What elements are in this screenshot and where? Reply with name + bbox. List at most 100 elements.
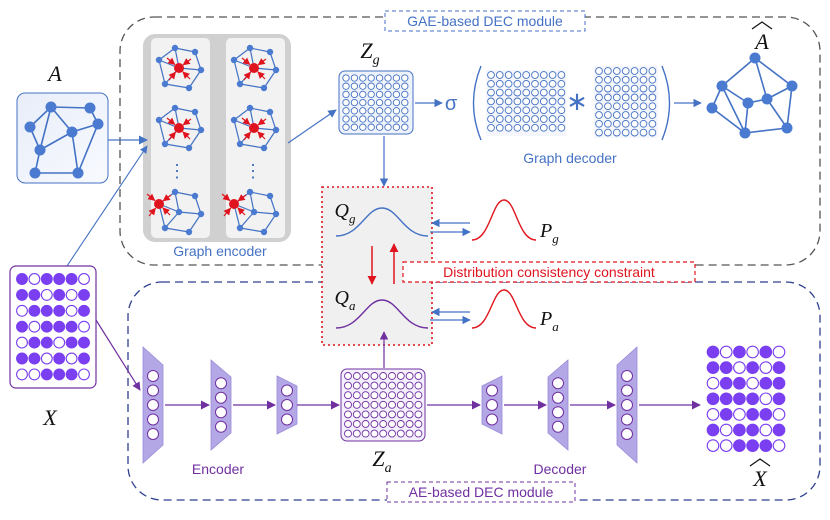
zg-cell — [375, 74, 384, 82]
mini-edge — [174, 47, 196, 53]
mini-node — [197, 126, 205, 134]
x-cell — [40, 320, 53, 333]
graph-node — [45, 101, 57, 113]
za-cell — [361, 400, 370, 409]
decoder-cell — [522, 106, 531, 115]
graph-node — [742, 97, 754, 109]
decoder-cell — [548, 88, 557, 97]
constraint-label: Distribution consistency constraint — [443, 264, 655, 280]
zg-cell — [359, 82, 367, 90]
mini-node — [191, 48, 199, 56]
x-hat-cell — [719, 361, 733, 374]
aggregation-arrow — [146, 193, 156, 201]
za-cell — [370, 381, 379, 390]
aggregation-node — [154, 199, 164, 209]
decoder-cell — [639, 75, 648, 84]
decoder-cell — [630, 67, 639, 75]
graph-node — [761, 93, 773, 105]
x-hat-cell — [719, 439, 733, 452]
graph-edge — [50, 106, 91, 109]
zg-cell — [359, 115, 367, 123]
za-cell — [388, 420, 396, 428]
x-hat-cell — [706, 361, 720, 374]
zg-cell — [401, 90, 409, 99]
neuron — [621, 384, 633, 397]
mini-node — [272, 210, 280, 218]
decoder-cell — [621, 84, 630, 93]
neuron — [621, 413, 633, 426]
input-graph — [24, 101, 104, 179]
graph-node — [781, 122, 793, 134]
decoder-cell — [548, 115, 557, 123]
symbol-a: A — [46, 61, 62, 86]
decoder-cell — [539, 71, 548, 79]
zg-cell — [350, 107, 359, 115]
neuron — [486, 399, 498, 411]
symbol-zg: Zg — [360, 38, 379, 68]
za-cell — [370, 400, 379, 409]
zg-cell — [392, 98, 401, 107]
mini-node — [175, 208, 183, 216]
aggregation-arrow — [182, 58, 192, 66]
x-cell — [16, 352, 28, 365]
mini-node — [161, 140, 169, 148]
symbol-qa: Qa — [335, 287, 356, 313]
aggregation-arrow — [182, 131, 191, 140]
decoder-cell — [531, 88, 539, 97]
aggregation-arrow — [182, 118, 192, 126]
symbol-qg: Qg — [335, 200, 356, 226]
za-cell — [344, 381, 352, 390]
decoder-cell — [487, 79, 495, 88]
aggregation-arrow — [243, 71, 251, 81]
mini-node — [171, 104, 179, 112]
za-cell — [352, 410, 361, 419]
ae-module-title: AE-based DEC module — [409, 484, 554, 500]
aggregation-node — [174, 123, 184, 133]
graph-node — [786, 80, 798, 92]
za-cell — [388, 381, 396, 390]
za-cell — [361, 391, 370, 400]
aggregation-arrow — [162, 207, 171, 216]
mini-node — [185, 144, 193, 152]
x-cell — [53, 273, 66, 285]
x-cell — [40, 336, 53, 349]
graph-edge — [754, 57, 793, 87]
symbol-a-hat: A — [753, 29, 769, 54]
zg-cell — [384, 74, 392, 82]
mini-node — [197, 66, 205, 74]
encoder-ellipsis-1: ⋮ — [168, 161, 186, 181]
decoder-cell — [595, 67, 603, 75]
zg-cell — [359, 123, 367, 131]
aggregation-arrow — [243, 131, 251, 141]
decoder-cell — [495, 115, 504, 123]
decoder-cell — [630, 75, 639, 84]
za-cell — [361, 410, 370, 419]
graph-node — [84, 102, 96, 114]
x-hat-cell — [719, 408, 733, 421]
x-hat-cell — [706, 345, 720, 359]
decoder-cell — [504, 88, 513, 97]
za-cell — [370, 391, 379, 400]
zg-cell — [384, 123, 392, 131]
x-cell — [65, 352, 78, 365]
decoder-cell — [504, 115, 513, 123]
x-hat-cell — [772, 392, 786, 406]
decoder-cell — [513, 115, 522, 123]
mini-edge — [158, 59, 166, 85]
mini-node — [246, 44, 254, 52]
mini-node — [236, 140, 244, 148]
decoder-cell — [495, 106, 504, 115]
decoder-cell — [504, 79, 513, 88]
zg-cell — [392, 115, 401, 123]
mini-edge — [249, 191, 255, 213]
za-cell — [352, 400, 361, 409]
mini-node — [191, 108, 199, 116]
za-cell — [396, 420, 405, 428]
x-hat-cell — [733, 423, 746, 437]
reconstructed-graph — [706, 52, 798, 139]
decoder-cell — [612, 102, 621, 111]
mini-edge — [164, 227, 190, 233]
zg-cell — [342, 123, 350, 131]
za-cell — [370, 429, 379, 438]
graph-edge — [786, 85, 793, 129]
